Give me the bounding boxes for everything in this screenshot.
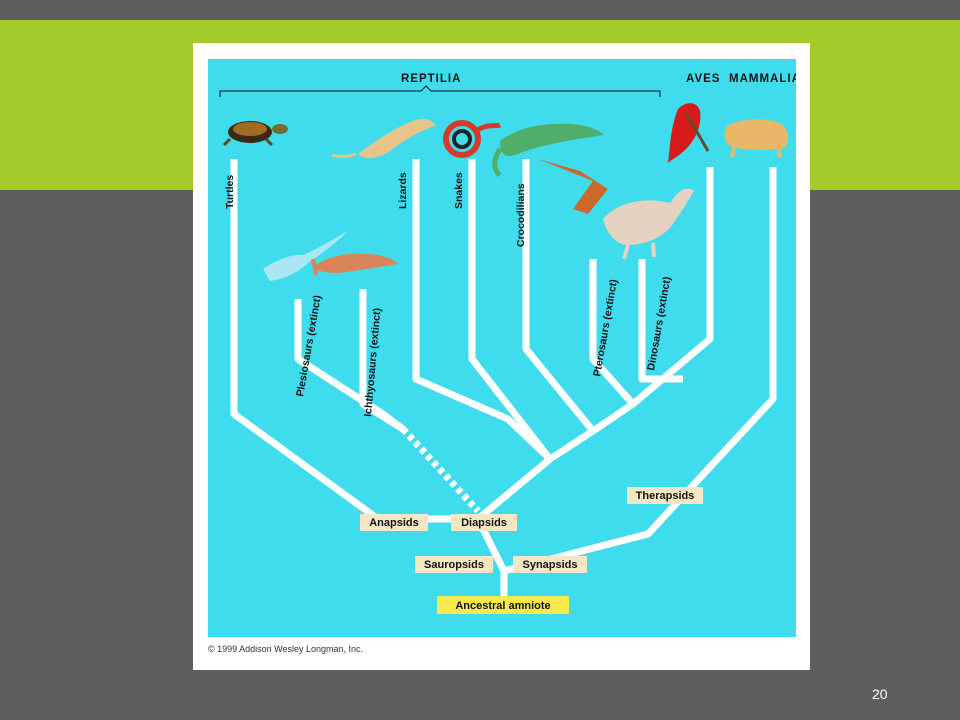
tree-branches (230, 159, 777, 604)
phylogeny-diagram: Reptilia Aves Mammalia Turtles Plesiosau… (208, 59, 796, 637)
reptilia-bracket (219, 85, 661, 97)
pterosaur-illustration (538, 159, 608, 214)
aves-header: Aves (686, 73, 720, 85)
branch-pterosaurs (589, 259, 636, 407)
cardinal-illustration (668, 103, 710, 163)
node-therapsids-label: Therapsids (636, 490, 695, 502)
label-dinosaurs: Dinosaurs (extinct) (645, 276, 673, 372)
branch-lizards (412, 159, 553, 462)
reptilia-header: Reptilia (401, 73, 461, 85)
label-snakes: Snakes (453, 172, 465, 209)
copyright-notice: © 1999 Addison Wesley Longman, Inc. (208, 644, 364, 654)
node-sauropsids-label: Sauropsids (424, 559, 484, 571)
lizard-illustration (331, 118, 436, 159)
top-dark-band (0, 0, 960, 20)
slide-page-number: 20 (872, 686, 888, 702)
branch-snakes (468, 159, 553, 462)
branch-dinosaurs (638, 259, 683, 383)
node-ancestral-amniote: Ancestral amniote (437, 596, 569, 614)
ichthyosaur-illustration (311, 253, 398, 276)
branch-crocodilians (522, 159, 596, 434)
node-anapsids: Anapsids (360, 514, 428, 531)
dinosaur-illustration (603, 188, 694, 260)
node-therapsids: Therapsids (627, 487, 703, 504)
label-crocodilians: Crocodilians (515, 183, 527, 247)
node-anapsids-label: Anapsids (369, 517, 419, 529)
turtle-illustration (222, 121, 288, 147)
node-ancestral-label: Ancestral amniote (455, 600, 550, 612)
node-synapsids-label: Synapsids (522, 559, 577, 571)
bobcat-illustration (724, 119, 788, 158)
branch-ichthyosaurs (359, 289, 405, 432)
branch-euryapsid-dashed (400, 426, 481, 514)
mammalia-header: Mammalia (729, 73, 796, 85)
branch-birds (475, 167, 714, 522)
crocodile-illustration (492, 123, 604, 178)
node-sauropsids: Sauropsids (415, 556, 493, 573)
branch-mammals (503, 167, 777, 575)
snake-illustration (443, 120, 502, 158)
node-synapsids: Synapsids (513, 556, 587, 573)
label-lizards: Lizards (397, 172, 409, 209)
node-diapsids: Diapsids (451, 514, 517, 531)
branch-turtles (230, 159, 478, 523)
plesiosaur-illustration (263, 231, 348, 281)
label-turtles: Turtles (224, 175, 236, 209)
node-diapsids-label: Diapsids (461, 517, 507, 529)
